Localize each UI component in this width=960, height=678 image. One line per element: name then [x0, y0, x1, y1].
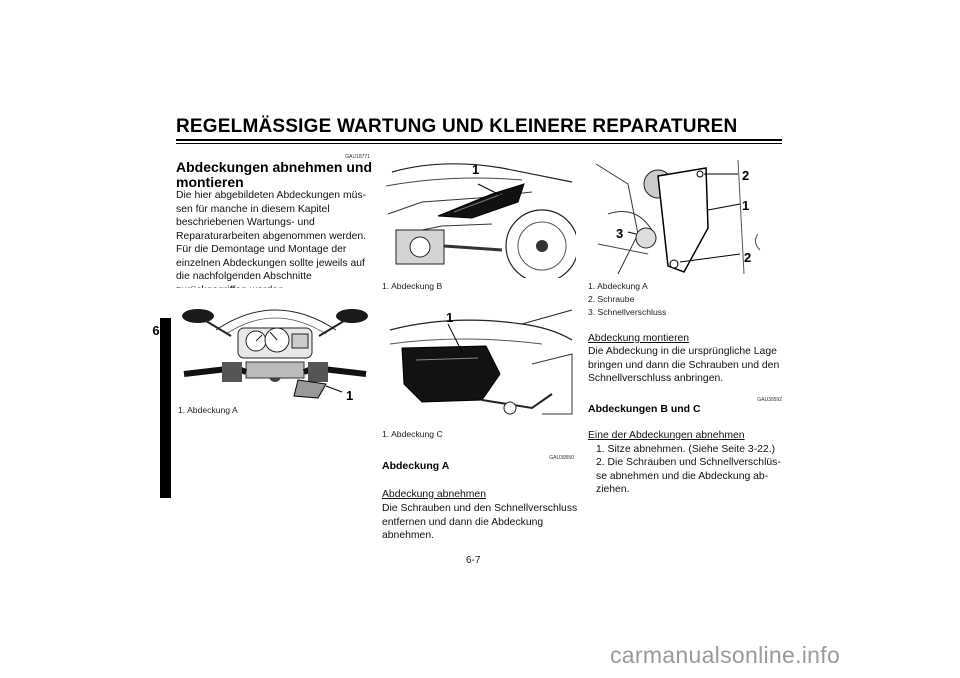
procedure-paragraph: Die Abdeckung in die ursprüngliche Lage …: [588, 346, 780, 384]
watermark: carmanualsonline.info: [610, 642, 841, 668]
figure-callout-screw-top: 2: [742, 168, 749, 183]
title-rule-thin: [176, 143, 782, 144]
figure-callout-1: 1: [346, 388, 353, 402]
page-title: REGELMÄSSIGE WARTUNG UND KLEINERE REPARA…: [176, 116, 738, 137]
procedure-heading: Eine der Abdeckungen abnehmen: [588, 430, 745, 441]
figure-cover-a: 2 1 3 2: [588, 154, 782, 278]
caption-item-2: 2. Schraube: [588, 294, 635, 304]
subsection-heading: Abdeckungen B und C: [588, 403, 701, 415]
caption-item-3: 3. Schnellverschluss: [588, 307, 667, 317]
title-rule: [176, 139, 782, 141]
chapter-number: 6: [152, 323, 160, 338]
step-1: 1. Sitze abnehmen. (Siehe Seite 3-22.): [596, 444, 776, 455]
page-number: 6-7: [466, 555, 481, 566]
procedure-heading: Abdeckung abnehmen: [382, 489, 486, 500]
reference-code: GAU39592: [757, 397, 782, 403]
caption-item-1: 1. Abdeckung A: [588, 281, 648, 291]
figure-callout-screw-bottom: 2: [744, 250, 751, 265]
intro-paragraph: Die hier abgebildeten Abdeckungen müs­se…: [176, 190, 367, 296]
chapter-tab-bar: [160, 318, 171, 498]
reference-code: GAU39550: [549, 455, 574, 461]
figure-callout-fastener: 3: [616, 226, 623, 241]
procedure-heading: Abdeckung montieren: [588, 333, 690, 344]
caption-cover-b: 1. Abdeckung B: [382, 281, 443, 291]
figure-callout-cover: 1: [742, 198, 749, 213]
reference-code: GAU18771: [345, 154, 370, 160]
figure-handlebar: 1: [176, 288, 374, 402]
figure-cover-b: 1: [382, 154, 576, 278]
figure-callout-b: 1: [472, 162, 479, 177]
section-heading: Abdeckungen abnehmen und montieren: [176, 159, 373, 190]
procedure-paragraph: Die Schrauben und den Schnellverschluss …: [382, 503, 578, 541]
figure-callout-c: 1: [446, 310, 453, 325]
figure-cover-c: 1: [382, 304, 576, 424]
caption-cover-c: 1. Abdeckung C: [382, 429, 443, 439]
figure-caption: 1. Abdeckung A: [178, 405, 238, 415]
step-2: 2. Die Schrauben und Schnellverschlüs­se…: [596, 457, 781, 495]
subsection-heading: Abdeckung A: [382, 460, 450, 472]
